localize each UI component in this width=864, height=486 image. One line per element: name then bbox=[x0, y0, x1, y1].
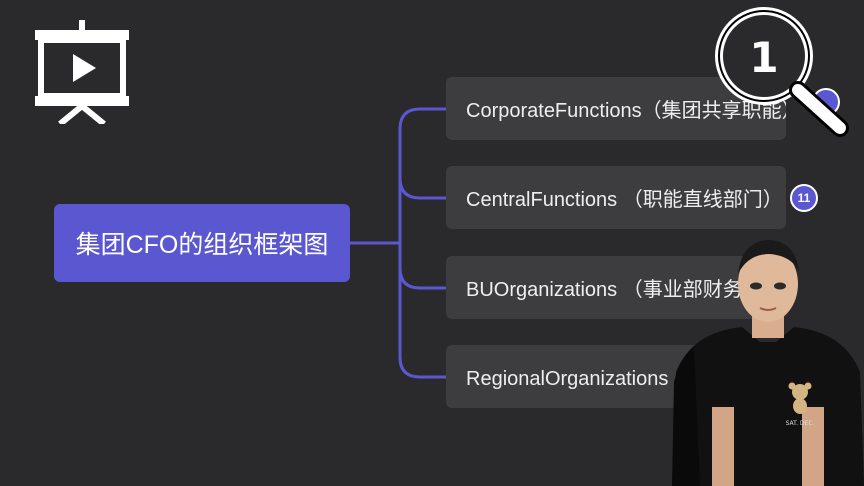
shirt-print-text: SAT. DEC. bbox=[786, 420, 815, 427]
child-count-badge[interactable]: 11 bbox=[790, 184, 818, 212]
child-count-label: 11 bbox=[797, 191, 811, 205]
presenter-illustration: SAT. DEC. bbox=[672, 240, 864, 486]
root-node[interactable]: 集团CFO的组织框架图 bbox=[54, 204, 350, 282]
branch-label: CorporateFunctions（集团共享职能） bbox=[466, 100, 786, 122]
bear-logo bbox=[788, 382, 812, 414]
presenter-webcam: SAT. DEC. bbox=[672, 232, 864, 486]
presentation-screen-icon bbox=[35, 20, 129, 124]
root-node-label: 集团CFO的组织框架图 bbox=[75, 231, 329, 259]
branch-label: CentralFunctions （职能直线部门） bbox=[466, 189, 783, 211]
branch-label: BUOrganizations （事业部财务） bbox=[466, 279, 763, 301]
magnifier-icon: 1 bbox=[715, 7, 849, 137]
branch-node-bu-organizations[interactable]: BUOrganizations （事业部财务） bbox=[446, 256, 786, 319]
magnifier-number: 1 bbox=[749, 33, 778, 82]
branch-node-central-functions[interactable]: CentralFunctions （职能直线部门） bbox=[446, 166, 786, 229]
